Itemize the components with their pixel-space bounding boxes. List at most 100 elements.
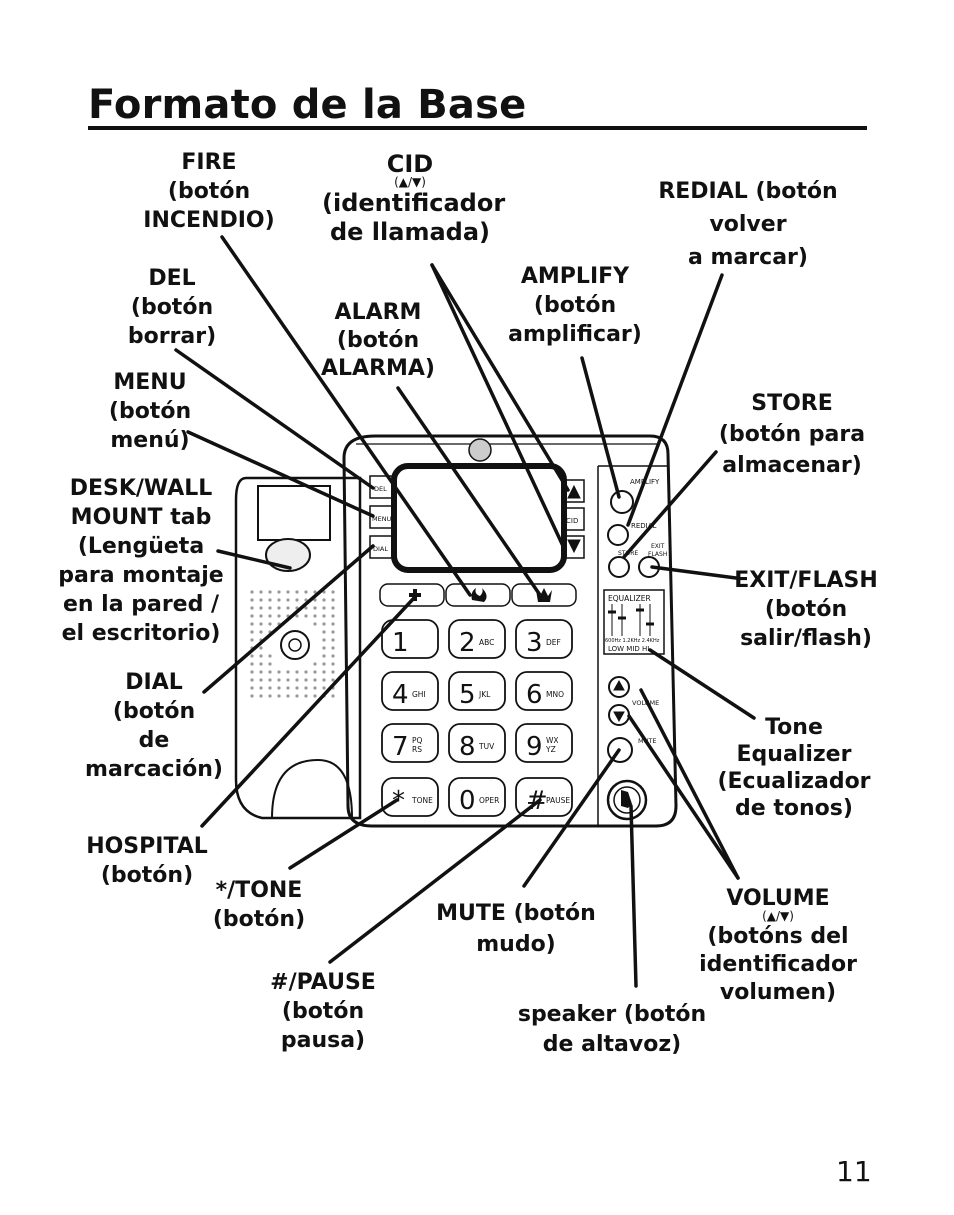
grille-dot xyxy=(277,670,281,674)
grille-dot xyxy=(250,590,254,594)
grille-dot xyxy=(295,670,299,674)
grille-dot xyxy=(313,622,317,626)
grille-dot xyxy=(268,662,272,666)
key-letters: MNO xyxy=(546,690,564,699)
pound-pause-label: #/PAUSE (botón pausa) xyxy=(270,970,376,1053)
volume-arrows: (▲/▼) xyxy=(762,909,794,923)
key-letters: ABC xyxy=(479,638,494,647)
grille-dot xyxy=(331,614,335,618)
grille-dot xyxy=(250,654,254,658)
hospital-label: HOSPITAL (botón) xyxy=(86,834,208,888)
alarm-label: ALARM (botón ALARMA) xyxy=(321,300,435,381)
grille-dot xyxy=(259,606,263,610)
grille-dot xyxy=(259,598,263,602)
amplify-label: AMPLIFY (botón amplificar) xyxy=(508,264,642,347)
grille-dot xyxy=(259,654,263,658)
grille-dot xyxy=(268,670,272,674)
grille-dot xyxy=(250,622,254,626)
grille-dot xyxy=(286,678,290,682)
grille-dot xyxy=(268,622,272,626)
grille-dot xyxy=(286,606,290,610)
grille-dot xyxy=(268,686,272,690)
volume-key-label: VOLUME xyxy=(632,699,659,707)
key-digit: 8 xyxy=(459,732,476,762)
grille-dot xyxy=(268,598,272,602)
grille-dot xyxy=(331,622,335,626)
grille-dot xyxy=(277,606,281,610)
grille-dot xyxy=(313,614,317,618)
grille-dot xyxy=(259,590,263,594)
cid-label-group: CID (▲/▼) (identificador de llamada) xyxy=(322,150,505,247)
exit-flash-label: EXIT/FLASH (botón salir/flash) xyxy=(734,568,878,651)
menu-key-label: MENU xyxy=(372,515,392,523)
grille-dot xyxy=(304,686,308,690)
grille-dot xyxy=(322,614,326,618)
key-letters: PAUSE xyxy=(546,796,570,805)
grille-dot xyxy=(313,694,317,698)
grille-dot xyxy=(313,606,317,610)
grille-dot xyxy=(322,598,326,602)
grille-dot xyxy=(295,694,299,698)
grille-dot xyxy=(304,598,308,602)
grille-dot xyxy=(304,590,308,594)
key-letters: RS xyxy=(412,745,422,754)
grille-dot xyxy=(268,678,272,682)
grille-dot xyxy=(250,686,254,690)
grille-dot xyxy=(322,638,326,642)
eq-bands-label: LOW MID HI xyxy=(608,645,649,653)
key-digit: 2 xyxy=(459,628,476,658)
key-digit: 3 xyxy=(526,628,543,658)
grille-dot xyxy=(322,606,326,610)
grille-dot xyxy=(331,598,335,602)
grille-dot xyxy=(304,670,308,674)
grille-dot xyxy=(331,638,335,642)
title-rule xyxy=(88,126,867,130)
grille-dot xyxy=(313,590,317,594)
grille-dot xyxy=(277,678,281,682)
key-digit: 0 xyxy=(459,786,476,816)
grille-dot xyxy=(286,598,290,602)
speaker-label: speaker (botón de altavoz) xyxy=(517,1002,707,1057)
grille-dot xyxy=(313,670,317,674)
key-letters: JKL xyxy=(478,690,491,699)
grille-dot xyxy=(250,598,254,602)
dial-key-label: DIAL xyxy=(373,545,388,553)
exit-key-label: EXIT xyxy=(651,543,665,550)
grille-dot xyxy=(331,606,335,610)
grille-dot xyxy=(277,686,281,690)
grille-dot xyxy=(322,622,326,626)
page-number: 11 xyxy=(836,1155,872,1188)
grille-dot xyxy=(268,590,272,594)
redial-label: REDIAL (botón volver a marcar) xyxy=(658,179,838,270)
grille-dot xyxy=(259,630,263,634)
cid-label-head: CID xyxy=(386,150,434,178)
grille-dot xyxy=(331,590,335,594)
page-title: Formato de la Base xyxy=(88,82,527,128)
grille-dot xyxy=(295,598,299,602)
key-digit: 1 xyxy=(392,628,409,658)
phone-body xyxy=(234,434,678,828)
grille-dot xyxy=(250,630,254,634)
grille-dot xyxy=(259,678,263,682)
key-letters: TUV xyxy=(478,742,495,751)
key-letters: GHI xyxy=(412,690,426,699)
key-digit: 5 xyxy=(459,680,476,710)
flash-key-label: FLASH xyxy=(648,551,667,558)
grille-dot xyxy=(322,678,326,682)
del-label: DEL (botón borrar) xyxy=(127,266,217,349)
grille-dot xyxy=(331,670,335,674)
grille-dot xyxy=(304,694,308,698)
grille-dot xyxy=(259,622,263,626)
grille-dot xyxy=(286,670,290,674)
leader-lines xyxy=(174,235,756,988)
key-digit: 9 xyxy=(526,732,543,762)
grille-dot xyxy=(259,614,263,618)
grille-dot xyxy=(331,694,335,698)
grille-dot xyxy=(259,662,263,666)
grille-dot xyxy=(313,598,317,602)
key-digit: 4 xyxy=(392,680,409,710)
grille-dot xyxy=(250,662,254,666)
grille-dot xyxy=(277,614,281,618)
grille-dot xyxy=(277,694,281,698)
